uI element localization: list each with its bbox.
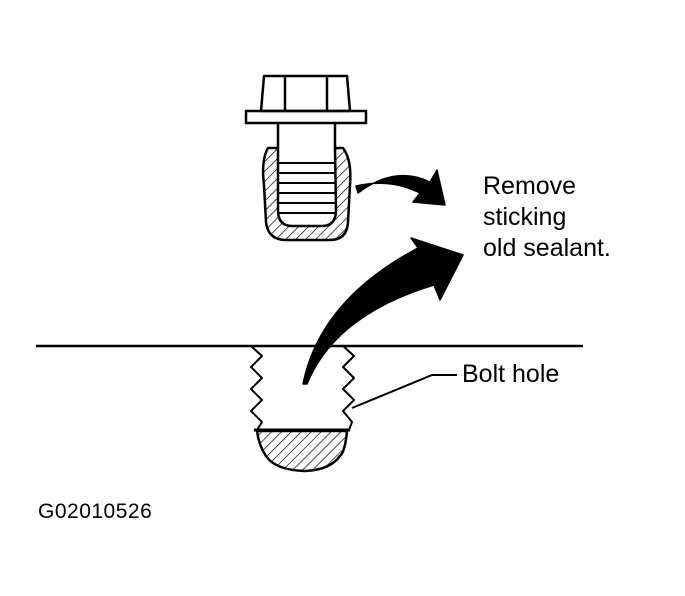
- bolt-illustration: [244, 74, 368, 242]
- bolt-hole-sealant: [255, 429, 349, 473]
- remove-sealant-callout-line2: sticking: [483, 203, 567, 231]
- bolt-hole-left-wall: [250, 345, 263, 431]
- bolt-hex-head: [259, 74, 352, 113]
- bolt-hole-right-wall: [342, 345, 355, 431]
- remove-sealant-callout: Remove sticking old sealant.: [483, 171, 611, 264]
- bolt-hole-illustration: [250, 345, 355, 473]
- bolt-hole-leader-line: [351, 374, 457, 409]
- bolt-threads: [278, 162, 336, 214]
- figure-id: G02010526: [38, 500, 153, 523]
- arrow-from-bolt: [355, 169, 446, 206]
- bolt-hole-callout: Bolt hole: [462, 360, 560, 388]
- bolt-sealant-coat: [261, 146, 352, 242]
- remove-sealant-callout-line3: old sealant.: [483, 234, 611, 262]
- remove-sealant-callout-line1: Remove: [483, 172, 577, 200]
- arrow-from-hole: [302, 237, 464, 385]
- bolt-flange: [244, 109, 368, 125]
